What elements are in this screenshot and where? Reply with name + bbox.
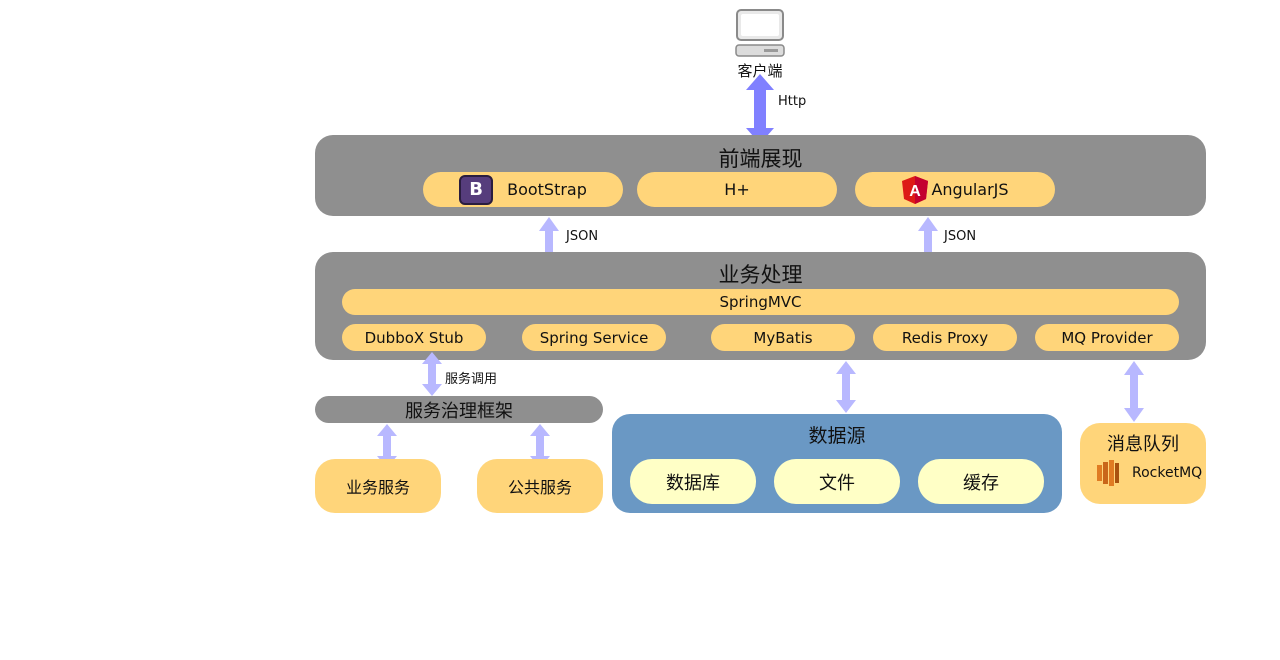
component-label: MQ Provider — [1061, 328, 1153, 347]
http-label: Http — [778, 94, 807, 109]
datasource-title: 数据源 — [808, 425, 866, 447]
computer-icon — [735, 9, 785, 57]
client-label: 客户端 — [737, 62, 783, 80]
mybatis-datasource-arrow — [836, 361, 856, 413]
angularjs-icon: A — [902, 175, 929, 204]
component-redis-proxy: Redis Proxy — [873, 324, 1017, 351]
datasource-cache: 缓存 — [918, 459, 1044, 504]
governance-arrow-common — [530, 424, 550, 468]
rocketmq-label: RocketMQ — [1132, 465, 1203, 481]
governance-arrow-business — [377, 424, 397, 468]
datasource-file: 文件 — [774, 459, 900, 504]
common-service-box: 公共服务 — [477, 459, 603, 513]
bootstrap-icon: B — [459, 174, 494, 205]
rocketmq-icon — [1097, 460, 1119, 486]
datasource-item-label: 缓存 — [963, 472, 999, 494]
service-call-arrow — [422, 352, 442, 396]
datasource-database: 数据库 — [630, 459, 756, 504]
angularjs-label: AngularJS — [931, 180, 1009, 199]
component-label: Redis Proxy — [901, 328, 989, 347]
json-label-left: JSON — [566, 229, 599, 244]
component-label: Spring Service — [539, 328, 649, 347]
component-mq-provider: MQ Provider — [1035, 324, 1179, 351]
svg-text:A: A — [910, 183, 922, 200]
service-call-label: 服务调用 — [445, 372, 498, 387]
common-service-label: 公共服务 — [507, 478, 572, 497]
datasource-item-label: 数据库 — [666, 472, 720, 494]
hplus-label: H+ — [724, 180, 750, 199]
mq-title: 消息队列 — [1107, 434, 1179, 455]
bootstrap-label: BootStrap — [507, 180, 587, 199]
business-title: 业务处理 — [718, 263, 803, 287]
client-node: 客户端 — [720, 8, 800, 80]
springmvc-bar: SpringMVC — [342, 289, 1179, 315]
angularjs-pill: A AngularJS — [855, 172, 1055, 207]
governance-bar: 服务治理框架 — [315, 396, 603, 423]
business-service-label: 业务服务 — [345, 478, 410, 497]
bootstrap-pill: B BootStrap — [423, 172, 623, 207]
frontend-title: 前端展现 — [718, 147, 803, 171]
component-label: MyBatis — [753, 328, 813, 347]
springmvc-label: SpringMVC — [719, 293, 802, 311]
component-dubbox-stub: DubboX Stub — [342, 324, 486, 351]
component-spring-service: Spring Service — [522, 324, 666, 351]
governance-title: 服务治理框架 — [405, 400, 513, 422]
component-mybatis: MyBatis — [711, 324, 855, 351]
json-label-right: JSON — [944, 229, 977, 244]
hplus-pill: H+ — [637, 172, 837, 207]
datasource-item-label: 文件 — [819, 472, 855, 494]
component-label: DubboX Stub — [364, 328, 464, 347]
business-service-box: 业务服务 — [315, 459, 441, 513]
http-arrow — [746, 74, 774, 144]
mq-box: 消息队列 RocketMQ — [1080, 423, 1206, 504]
mq-arrow — [1124, 361, 1144, 422]
